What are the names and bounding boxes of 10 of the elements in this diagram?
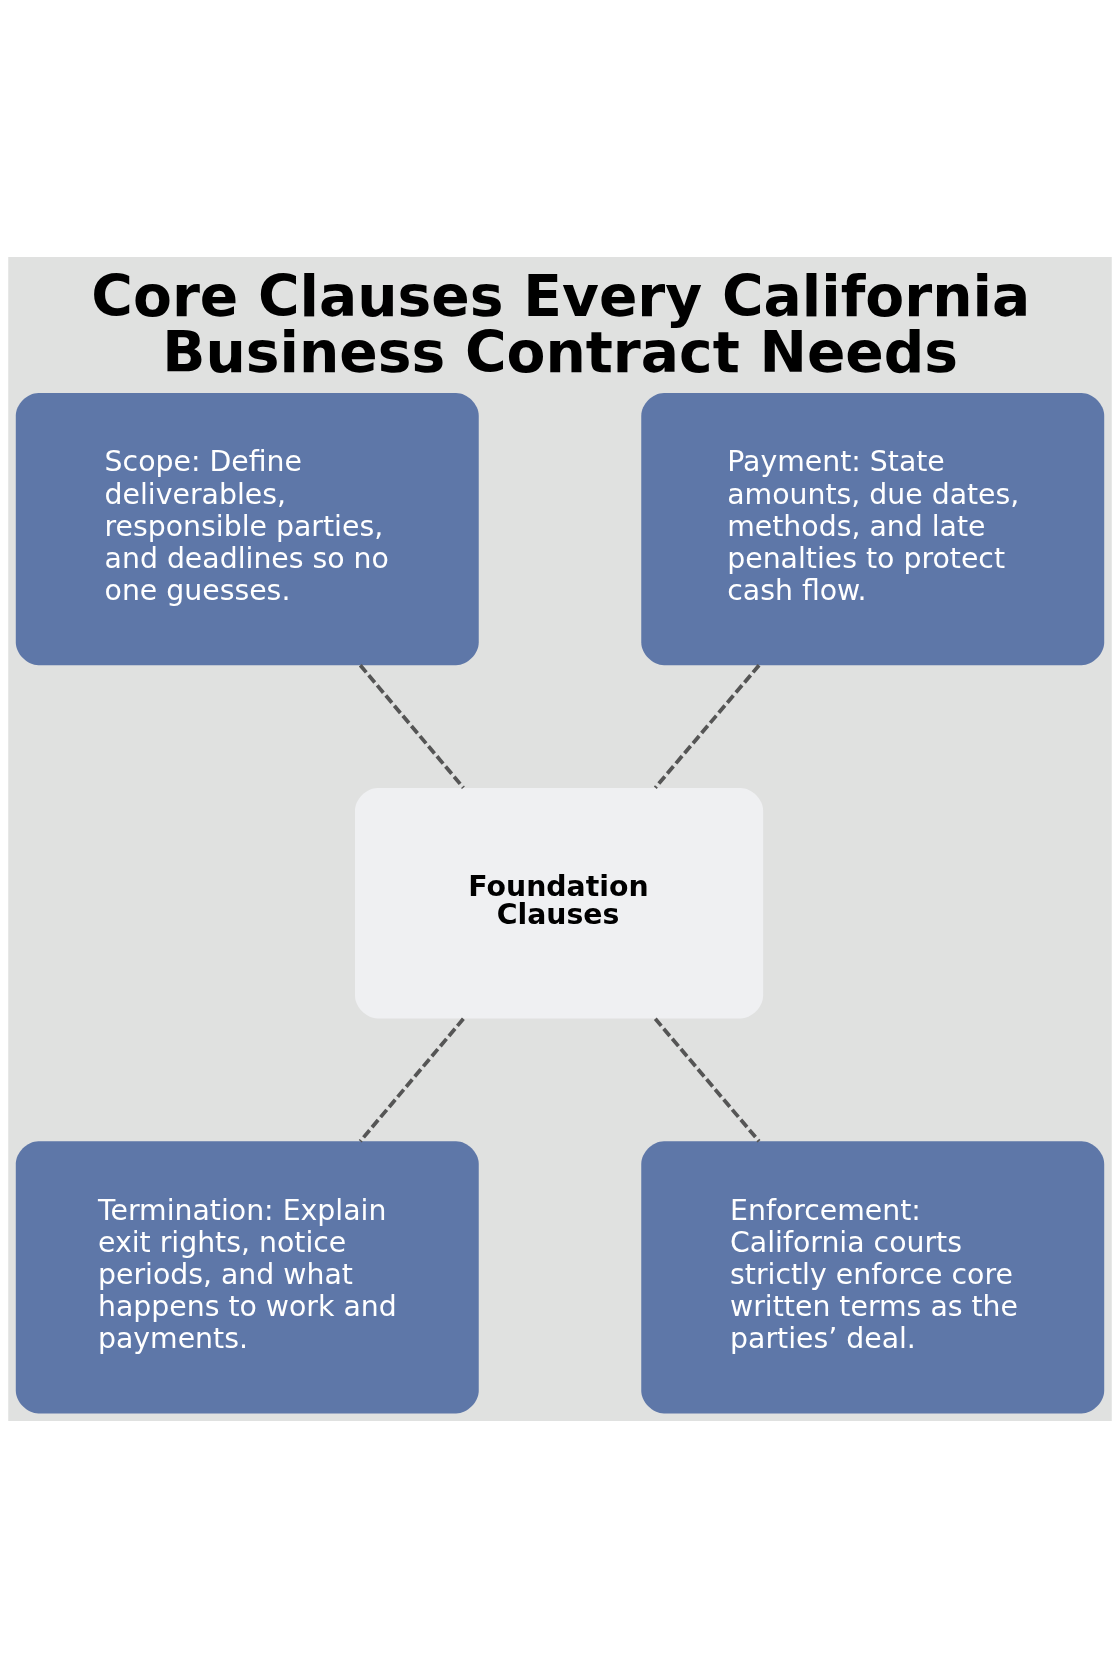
connector xyxy=(358,664,465,789)
diagram-title: Core Clauses Every California Business Contract Needs xyxy=(91,262,1031,386)
node-box: Foundation Clauses xyxy=(355,788,764,1019)
connector xyxy=(653,1017,761,1143)
node-box: Payment: State amounts, due dates, methods, and late penalties to protect cash flow. xyxy=(641,393,1105,666)
node-box: Scope: Define deliverables, responsible parties, and deadlines so no one guesses. xyxy=(15,393,479,666)
connector xyxy=(358,1017,465,1143)
connector xyxy=(653,664,761,789)
node-box: Termination: Explain exit rights, notice periods, and what happens to work and payments. xyxy=(15,1141,479,1414)
node-box: Enforcement: California courts strictly enforce core written terms as the parties’ deal. xyxy=(641,1141,1105,1414)
